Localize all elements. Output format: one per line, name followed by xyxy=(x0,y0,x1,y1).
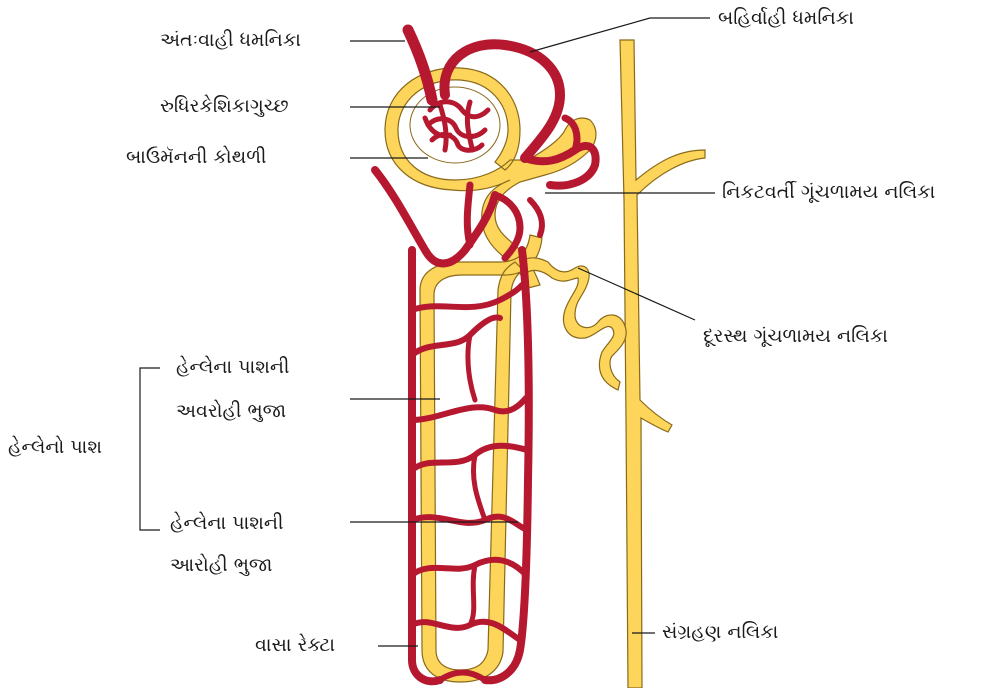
vasa-recta-cross xyxy=(470,565,475,625)
label-vasa-recta: વાસા રેક્ટા xyxy=(255,636,335,655)
label-efferent-arteriole: બહિર્વાહી ધમનિકા xyxy=(718,9,854,28)
label-bowmans-capsule: બાઉમૅનની કોથળી xyxy=(126,148,266,167)
label-afferent-arteriole: અંતઃવાહી ધમનિકા xyxy=(160,31,301,50)
loop-bracket xyxy=(140,368,160,530)
vasa-recta-cross xyxy=(473,455,485,520)
label-glomerulus: રુધિરકેશિકાગુચ્છ xyxy=(160,97,289,116)
collecting-duct-shape xyxy=(620,40,705,688)
vasa-recta-vessel xyxy=(467,185,470,245)
vasa-recta-cross xyxy=(468,335,475,400)
label-loop-of-henle: હેન્લેનો પાશ xyxy=(8,438,102,457)
label-proximal-tubule: નિકટવર્તી ગૂંચળામય નલિકા xyxy=(722,183,935,202)
label-ascending-limb-1: હેન્લેના પાશની xyxy=(170,514,283,533)
label-distal-tubule: દૂરસ્થ ગૂંચળામય નલિકા xyxy=(703,327,888,346)
label-descending-limb-2: અવરોહી ભુજા xyxy=(176,402,286,421)
label-collecting-duct: સંગ્રહણ નલિકા xyxy=(662,623,778,642)
label-descending-limb-1: હેન્લેના પાશની xyxy=(176,358,289,377)
vasa-recta-vessel xyxy=(530,200,542,235)
label-ascending-limb-2: આરોહી ભુજા xyxy=(170,556,272,575)
blood-vessels xyxy=(375,30,596,681)
